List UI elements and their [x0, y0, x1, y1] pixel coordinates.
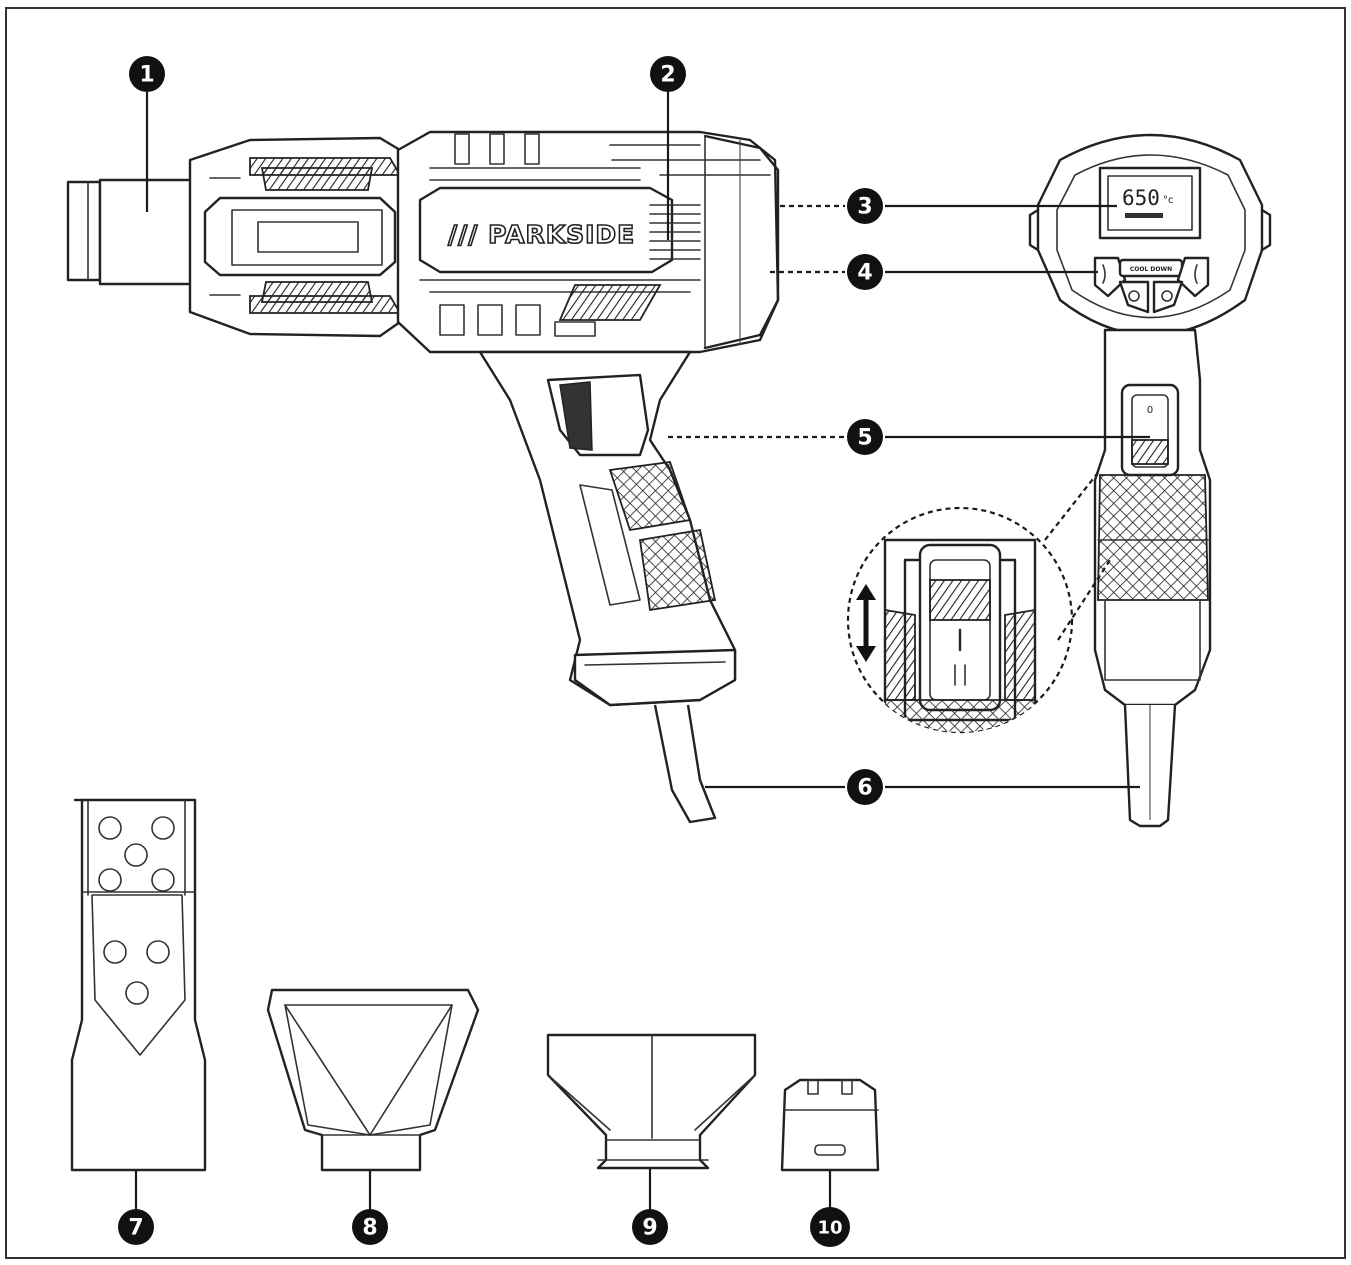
parkside-logo: /// PARKSIDE [448, 220, 635, 249]
callout-4: 4 [847, 254, 883, 290]
svg-text:3: 3 [857, 195, 872, 220]
power-cable [653, 704, 717, 824]
callout-10: 10 [810, 1207, 850, 1247]
switch-zoom-detail [846, 469, 1111, 734]
handle [478, 350, 737, 707]
accessory-reflector-nozzle [70, 798, 207, 1172]
svg-text:10: 10 [817, 1218, 842, 1239]
heat-gun-front-view: 650 °c COOL DOWN 0 [1028, 133, 1272, 828]
svg-text:6: 6 [857, 776, 872, 801]
fan-down-button[interactable] [1118, 280, 1150, 314]
fan-high-icon [1161, 290, 1173, 302]
front-housing [188, 136, 402, 338]
slide-direction-arrow [856, 584, 876, 662]
svg-text:4: 4 [857, 261, 872, 286]
svg-text:7: 7 [128, 1216, 143, 1241]
callout-5: 5 [847, 419, 883, 455]
heat-gun-side-view: /// PARKSIDE [66, 130, 780, 824]
svg-text:8: 8 [362, 1216, 377, 1241]
lcd-level-bar [1125, 213, 1163, 218]
cool-down-label: COOL DOWN [1130, 266, 1172, 273]
trigger-grip-texture [559, 381, 593, 451]
switch-off-mark: 0 [1147, 405, 1153, 416]
lcd-unit: °c [1163, 195, 1174, 206]
callout-6: 6 [847, 769, 883, 805]
callout-8: 8 [352, 1209, 388, 1245]
temp-down-icon [1102, 264, 1106, 284]
callout-2: 2 [650, 56, 686, 92]
callout-3: 3 [847, 188, 883, 224]
svg-text:2: 2 [660, 63, 675, 88]
frame-border [5, 7, 1346, 1259]
accessory-reducer-nozzle [780, 1078, 880, 1172]
accessory-flat-nozzle [266, 988, 480, 1172]
fan-up-button[interactable] [1152, 280, 1184, 314]
svg-text:5: 5 [857, 426, 872, 451]
callout-7: 7 [118, 1209, 154, 1245]
temp-down-button[interactable] [1093, 256, 1127, 298]
control-panel: COOL DOWN [1093, 256, 1210, 314]
svg-text:1: 1 [139, 63, 154, 88]
lcd-temperature: 650 [1122, 186, 1160, 210]
lcd-display [1098, 166, 1202, 240]
callout-1: 1 [129, 56, 165, 92]
fan-low-icon [1128, 290, 1140, 302]
accessory-glass-protection-nozzle [546, 1033, 757, 1170]
callout-badges: 1 2 3 4 5 6 7 8 9 10 [118, 56, 883, 1247]
nozzle [66, 178, 194, 286]
main-body: /// PARKSIDE [396, 130, 780, 354]
temp-up-button[interactable] [1176, 256, 1210, 298]
temp-up-icon [1194, 264, 1198, 284]
callout-9: 9 [632, 1209, 668, 1245]
svg-text:9: 9 [642, 1216, 657, 1241]
front-grip-pattern [1097, 474, 1209, 601]
